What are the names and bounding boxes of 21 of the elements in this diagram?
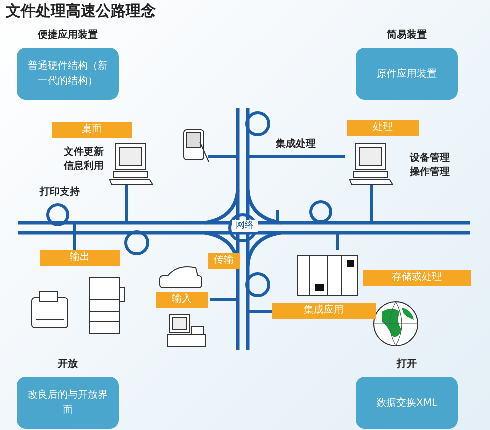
box-heading: 打开 — [396, 358, 418, 371]
note-text: 集成处理 — [276, 138, 317, 152]
note-text: 打印支持 — [40, 186, 81, 200]
diagram-title: 文件处理高速公路理念 — [6, 2, 156, 21]
label-band: 存储或处理 — [363, 270, 471, 286]
road-label: 网络 — [232, 220, 258, 232]
label-band: 处理 — [347, 120, 419, 136]
label-band: 输出 — [40, 250, 120, 266]
label-band: 传输 — [208, 253, 240, 269]
label-band: 输入 — [156, 292, 208, 308]
rounded-box: 改良后的与开放界面 — [17, 377, 119, 429]
note-text: 设备管理操作管理 — [410, 152, 451, 179]
label-band: 桌面 — [52, 122, 132, 138]
note-text: 文件更新信息利用 — [64, 146, 105, 173]
rounded-box: 数据交换XML — [356, 377, 458, 429]
rounded-box: 原件应用装置 — [356, 48, 458, 100]
rounded-box: 普通硬件结构（新一代的结构） — [17, 48, 119, 100]
box-heading: 便捷应用装置 — [36, 28, 99, 42]
label-band: 集成应用 — [272, 303, 376, 319]
box-heading: 简易装置 — [386, 28, 428, 42]
box-heading: 开放 — [57, 358, 79, 371]
